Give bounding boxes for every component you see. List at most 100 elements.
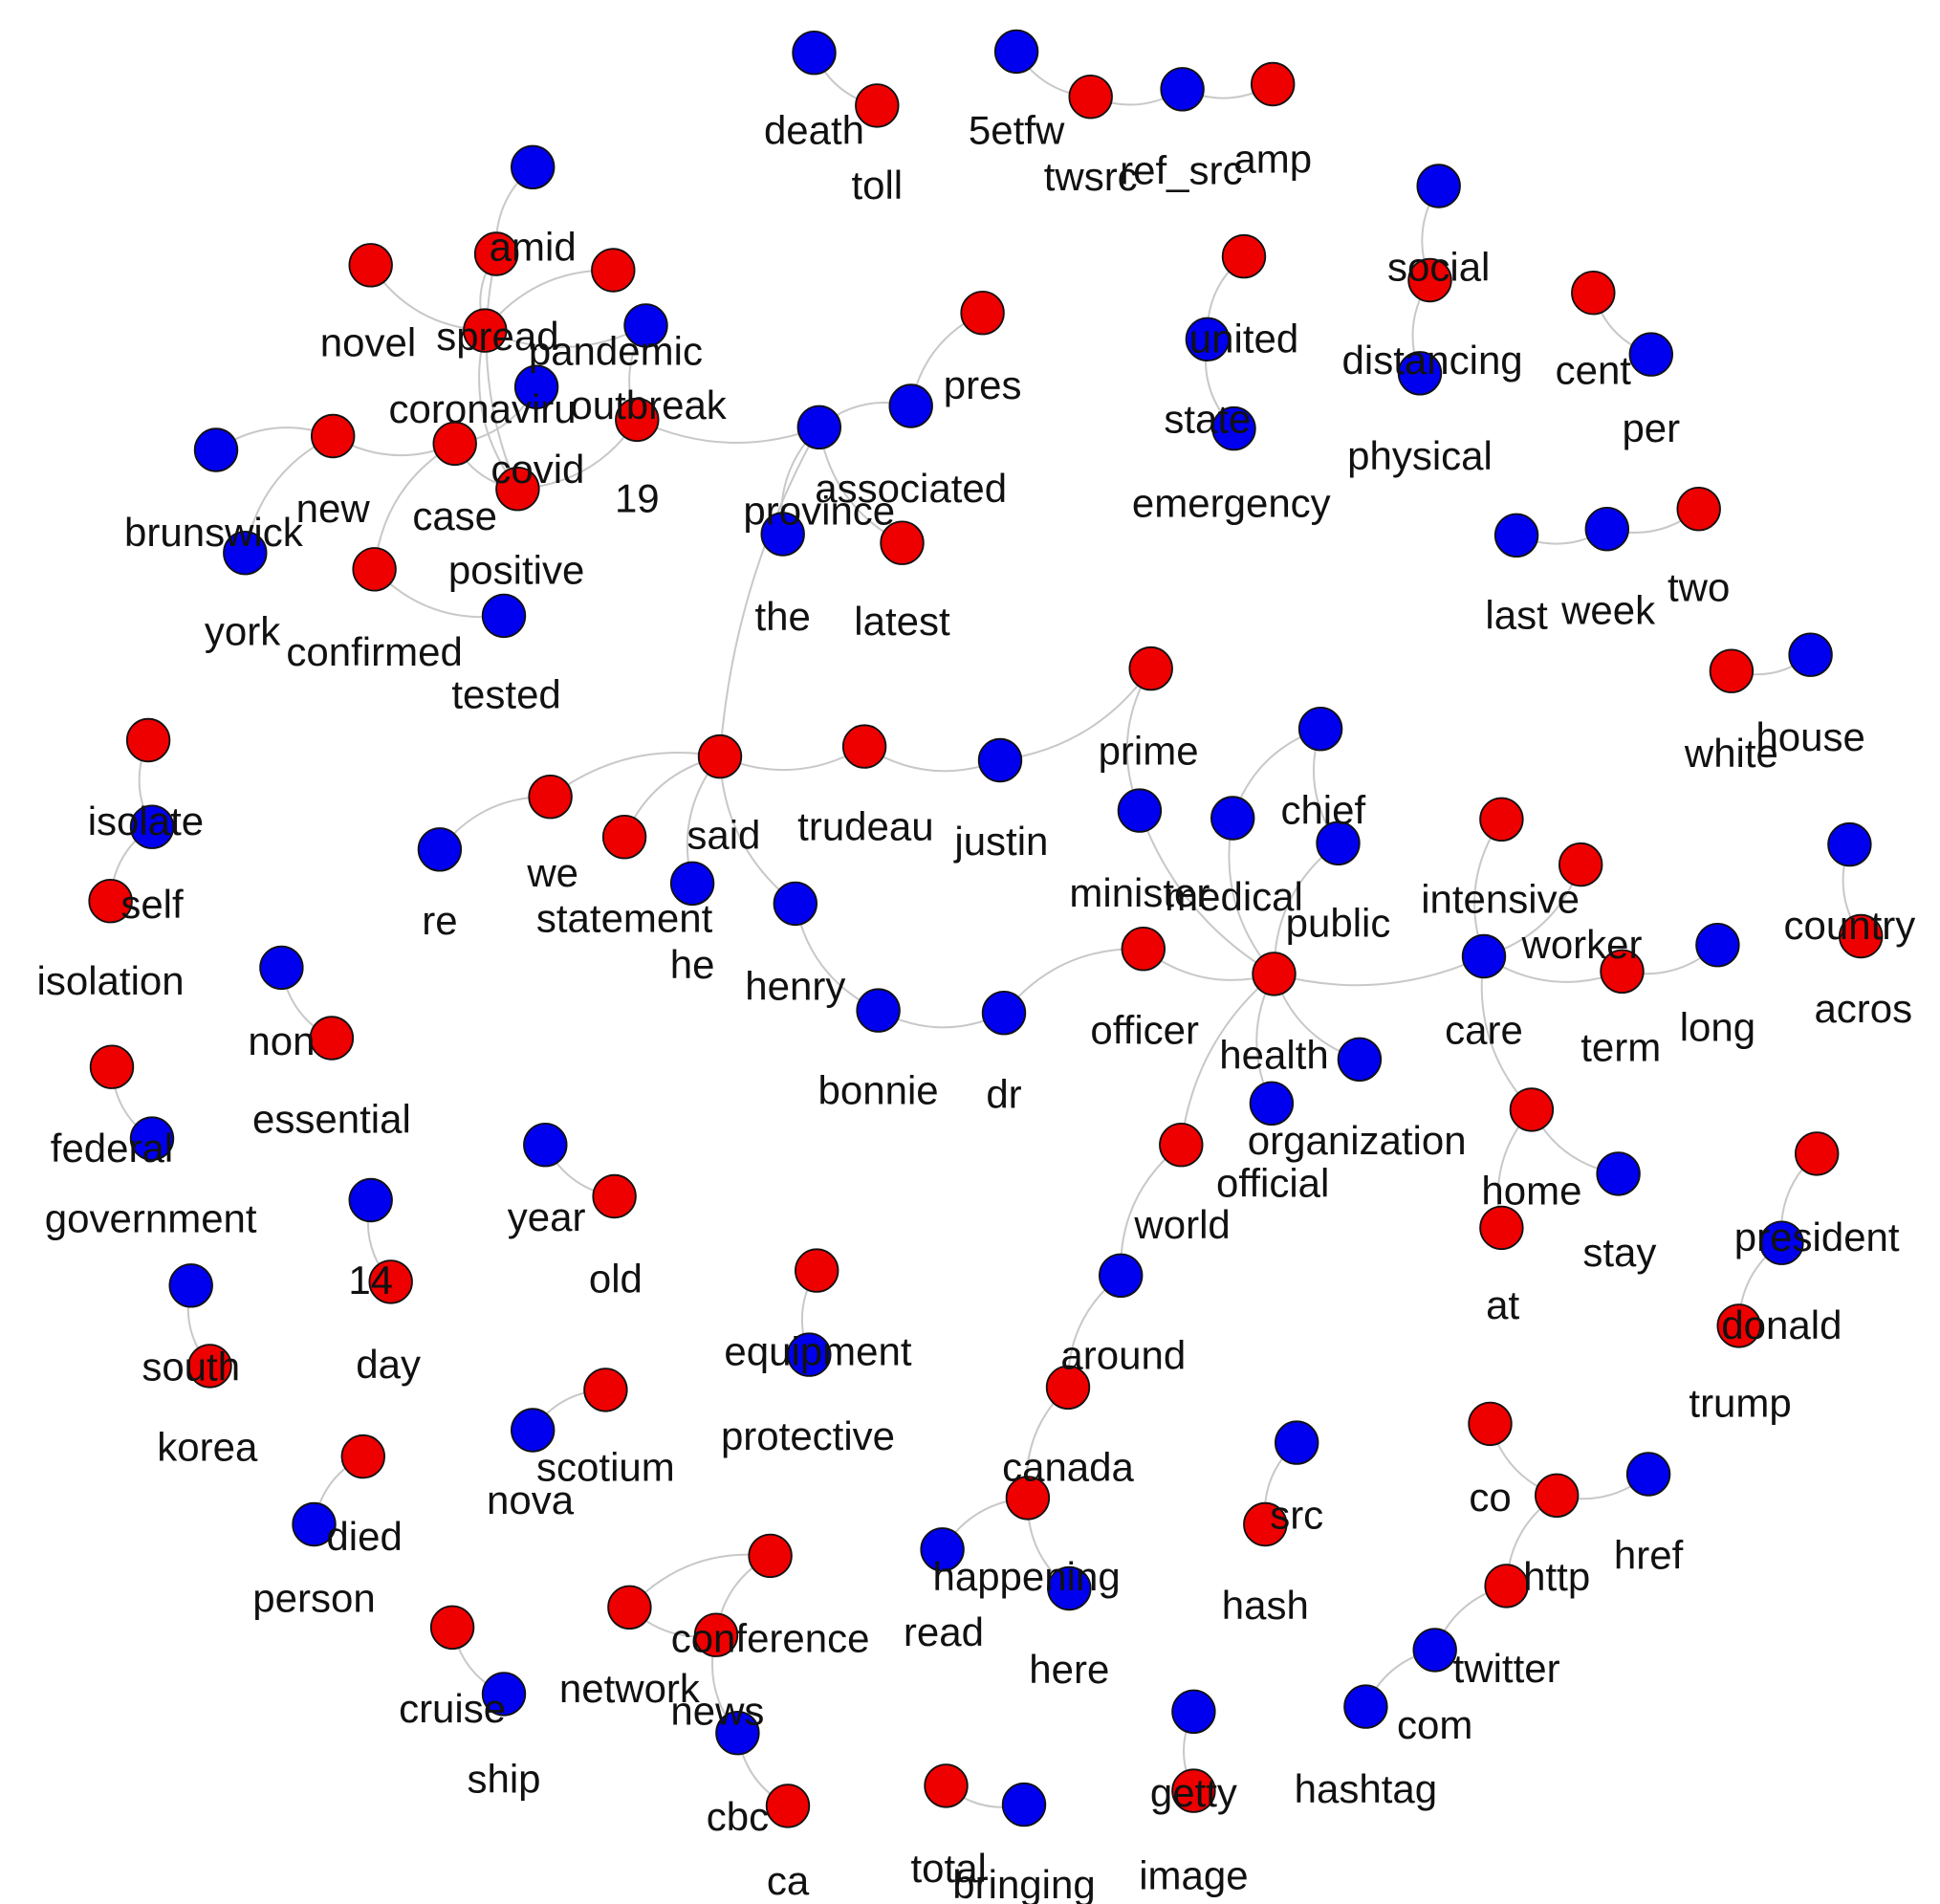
edge-justin-prime [999, 667, 1152, 761]
node-label-canada: canada [1002, 1445, 1134, 1490]
node-label-protective: protective [721, 1413, 895, 1458]
node-bringing [1001, 1782, 1047, 1827]
node-label-positive: positive [448, 547, 584, 592]
node-image [1171, 1768, 1216, 1813]
node-label-5etfw: 5etfw [969, 107, 1065, 152]
node-label-case: case [412, 493, 497, 538]
node-confirmed [513, 364, 559, 409]
node-label-organization: organization [1248, 1118, 1467, 1163]
node-state [1185, 317, 1231, 361]
node-label-nova: nova [487, 1477, 575, 1522]
node-label-getty: getty [1150, 1770, 1237, 1815]
node-death [792, 31, 837, 76]
node-happening [1005, 1476, 1051, 1521]
node-public [1316, 821, 1361, 865]
node-label-south: south [142, 1344, 240, 1389]
node-country [1827, 821, 1872, 867]
node-home [1509, 1087, 1555, 1132]
node-label-chief: chief [1280, 787, 1365, 832]
edge-spread-covid [485, 253, 519, 490]
node-hashtag [1343, 1684, 1388, 1729]
node-president [1794, 1131, 1840, 1176]
node-label-year: year [508, 1194, 586, 1239]
node-label-non: non [248, 1018, 315, 1063]
node-re [417, 827, 463, 872]
node-label-twsrc: twsrc [1044, 154, 1138, 199]
node-trudeau [841, 724, 887, 769]
node-label-image: image [1139, 1853, 1248, 1898]
node-label-term: term [1580, 1025, 1661, 1070]
node-label-we: we [526, 850, 578, 895]
node-label-cent: cent [1556, 347, 1632, 392]
node-officer [1121, 927, 1166, 972]
node-case [432, 421, 477, 467]
node-href [1625, 1452, 1671, 1497]
node-essential [309, 1016, 355, 1061]
node-province [796, 405, 841, 449]
node-label-henry: henry [745, 963, 845, 1008]
node-per [1628, 332, 1673, 377]
node-brunswick [193, 427, 239, 472]
node-label-official: official [1216, 1161, 1329, 1206]
node-label-minister: minister [1069, 870, 1210, 915]
node-label-president: president [1734, 1215, 1900, 1259]
node-label-19: 19 [615, 475, 660, 520]
node-label-statement: statement [536, 895, 713, 940]
node-week [1584, 507, 1629, 552]
node-label-isolation: isolation [37, 958, 185, 1003]
node-co [1468, 1401, 1513, 1447]
node-label-read: read [904, 1609, 984, 1654]
node-long [1695, 923, 1740, 968]
edge-health-care [1274, 955, 1485, 987]
node-label-day: day [356, 1342, 421, 1387]
node-person [292, 1501, 337, 1547]
node-label-bonnie: bonnie [818, 1067, 939, 1112]
node-label-intensive: intensive [1421, 877, 1580, 922]
node-south [168, 1263, 213, 1308]
node-label-physical: physical [1347, 433, 1493, 478]
node-died [340, 1433, 385, 1479]
node-label-per: per [1622, 405, 1680, 450]
node-label-amp: amp [1233, 137, 1312, 182]
node-ca [765, 1784, 811, 1828]
node-label-prime: prime [1099, 729, 1199, 774]
node-equipment [795, 1248, 839, 1293]
node-ship [481, 1672, 527, 1717]
node-protective [787, 1332, 832, 1377]
node-spread [473, 231, 519, 276]
node-label-pandemic: pandemic [529, 329, 703, 374]
node-label-government: government [45, 1195, 257, 1240]
node-label-covid: covid [490, 447, 584, 492]
node-label-amid: amid [490, 225, 577, 270]
node-acros [1838, 913, 1884, 959]
node-latest [880, 520, 925, 565]
node-label-health: health [1219, 1033, 1328, 1078]
node-label-person: person [252, 1575, 375, 1620]
node-ref_src [1160, 67, 1205, 112]
node-coronavirus [463, 308, 508, 353]
node-read [920, 1527, 965, 1572]
node-label-happening: happening [932, 1554, 1120, 1599]
node-last [1493, 513, 1539, 558]
node-cruise [429, 1605, 475, 1650]
node-he [669, 861, 715, 906]
node-label-com: com [1397, 1702, 1472, 1747]
node-label-coronavirus: coronaviru [389, 386, 577, 431]
node-united [1221, 233, 1267, 279]
node-physical [1397, 351, 1443, 396]
node-label-bringing: bringing [952, 1862, 1095, 1904]
node-old [592, 1173, 637, 1219]
node-label-death: death [764, 107, 864, 152]
node-term [1600, 949, 1645, 994]
node-label-src: src [1270, 1493, 1323, 1538]
node-label-hashtag: hashtag [1295, 1766, 1437, 1811]
node-positive [352, 547, 397, 592]
node-label-white: white [1684, 731, 1778, 776]
node-year [523, 1122, 568, 1168]
node-5etfw [993, 29, 1039, 75]
node-label-href: href [1614, 1533, 1684, 1578]
node-here [1047, 1565, 1092, 1611]
node-korea [187, 1344, 232, 1389]
node-19 [615, 397, 660, 443]
node-distancing [1407, 257, 1452, 303]
